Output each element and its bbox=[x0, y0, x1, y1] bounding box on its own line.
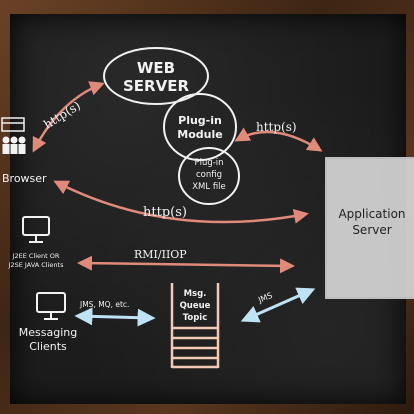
application-server-node: Application Server bbox=[325, 157, 414, 299]
plugin-module-node: Plug-in Module bbox=[163, 93, 237, 161]
edge-plugin-app: http(s) bbox=[234, 120, 323, 152]
edge-browser-app: http(s) bbox=[53, 180, 309, 224]
edge-label-browser-web: http(s) bbox=[41, 98, 83, 131]
web-server-line1: WEB bbox=[137, 59, 175, 77]
j2ee-clients-node: J2EE Client OR J2SE JAVA Clients bbox=[8, 216, 65, 269]
messaging-clients-line2: Clients bbox=[29, 340, 67, 353]
edge-label-rmi: RMI/IIOP bbox=[134, 248, 187, 261]
message-queue-node: Msg. Queue Topic bbox=[170, 283, 220, 369]
app-server-line1: Application bbox=[338, 207, 405, 221]
browser-users-icon bbox=[1, 117, 26, 154]
browser-label: Browser bbox=[2, 172, 47, 185]
plugin-module-line2: Module bbox=[177, 128, 222, 141]
browser-node: Browser bbox=[1, 117, 47, 185]
edge-jms-app: JMS bbox=[240, 287, 316, 323]
app-server-line2: Server bbox=[352, 223, 391, 237]
edge-label-jms-app: JMS bbox=[256, 291, 274, 305]
plugin-config-line1: Plug-in bbox=[194, 158, 223, 168]
plugin-module-line1: Plug-in bbox=[178, 114, 222, 127]
msg-queue-line3: Topic bbox=[183, 313, 208, 323]
edge-jms-clients: JMS, MQ, etc. bbox=[74, 300, 156, 327]
j2ee-clients-line1: J2EE Client OR bbox=[12, 252, 60, 260]
queue-ladder-icon bbox=[170, 283, 220, 369]
j2ee-clients-line2: J2SE JAVA Clients bbox=[8, 261, 65, 269]
edge-rmi: RMI/IIOP bbox=[77, 248, 295, 274]
web-server-line2: SERVER bbox=[123, 77, 189, 95]
messaging-clients-node: Messaging Clients bbox=[19, 292, 77, 353]
computer-icon bbox=[22, 216, 50, 243]
msg-queue-line1: Msg. bbox=[184, 289, 207, 299]
edge-label-plugin-app: http(s) bbox=[256, 120, 297, 134]
edge-label-jms-clients: JMS, MQ, etc. bbox=[79, 300, 129, 309]
edge-label-browser-app: http(s) bbox=[143, 205, 187, 220]
plugin-config-node: Plug-in config XML file bbox=[178, 147, 240, 205]
plugin-config-line3: XML file bbox=[192, 182, 226, 192]
msg-queue-line2: Queue bbox=[180, 301, 211, 311]
computer-icon bbox=[36, 292, 66, 320]
web-server-node: WEB SERVER bbox=[103, 47, 209, 105]
messaging-clients-line1: Messaging bbox=[19, 326, 77, 339]
edge-browser-web: http(s) bbox=[32, 81, 105, 153]
plugin-config-line2: config bbox=[196, 170, 222, 180]
